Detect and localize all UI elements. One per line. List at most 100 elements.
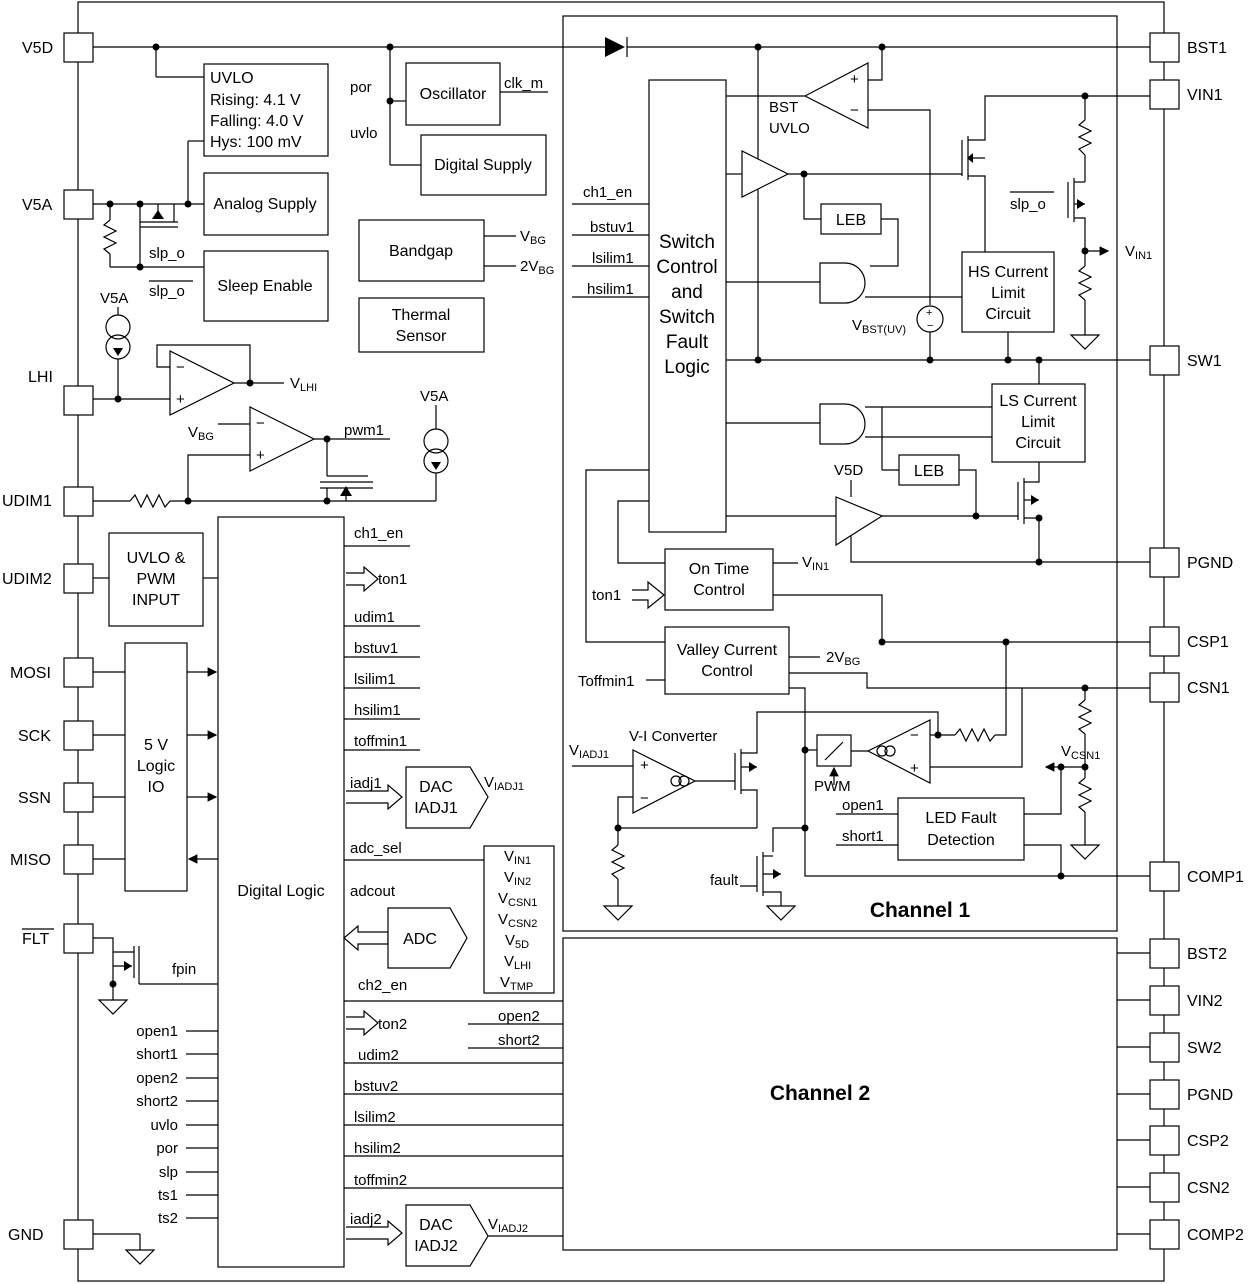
pwm1-label: pwm1 — [344, 422, 384, 439]
pin-label-bst1: BST1 — [1187, 40, 1227, 57]
slp-o-label-1: slp_o — [149, 245, 185, 262]
ls-and-gate — [819, 403, 866, 445]
pin-miso — [63, 844, 94, 875]
pin-label-miso: MISO — [10, 852, 51, 869]
csn1-ground-icon — [1069, 844, 1101, 860]
bst-uvlo-line-1: BST — [769, 99, 798, 116]
pin-label-lhi: LHI — [28, 369, 53, 386]
dl-udim2: udim2 — [358, 1047, 399, 1064]
svg-text:VLHI: VLHI — [504, 953, 531, 972]
valley-line-1: Valley Current — [677, 642, 778, 659]
dl-udim1: udim1 — [354, 609, 395, 626]
pin-udim1 — [63, 486, 94, 517]
hs-and-gate — [819, 262, 866, 304]
ton1-dl-label: ton1 — [378, 571, 407, 588]
vcsn1-label: VCSN1 — [1061, 743, 1100, 762]
vlhi-label: VLHI — [290, 375, 317, 394]
flt-wiring — [93, 937, 218, 1015]
svg-text:−: − — [927, 320, 933, 332]
digital-supply-label: Digital Supply — [434, 157, 532, 174]
dl-lsilim1: lsilim1 — [354, 671, 396, 688]
digital-logic-label: Digital Logic — [237, 883, 324, 900]
switch-line-4: Switch — [659, 307, 715, 328]
hs-mosfet-icon — [961, 95, 1150, 252]
switch-line-2: Control — [656, 257, 717, 278]
digital-supply-block — [420, 134, 547, 196]
pin-label-comp2: COMP2 — [1187, 1227, 1244, 1244]
clk-m-label: clk_m — [504, 75, 543, 92]
switch-line-3: and — [671, 282, 703, 303]
dl-in-slp: slp — [159, 1164, 178, 1181]
channel1-box — [562, 15, 1118, 932]
pin-label-csn1: CSN1 — [1187, 680, 1230, 697]
svg-text:hsilim1: hsilim1 — [587, 281, 634, 298]
toffmin1-label: Toffmin1 — [578, 673, 634, 690]
thermal-sensor-line-2: Sensor — [396, 328, 447, 345]
uvlo-line-4: Hys: 100 mV — [210, 134, 302, 151]
pin-label-gnd: GND — [8, 1227, 44, 1244]
vi-converter-label: V-I Converter — [629, 728, 717, 745]
ton1-arrow-icon — [346, 565, 379, 593]
sleep-enable-label: Sleep Enable — [217, 278, 312, 295]
svg-text:VIN1: VIN1 — [504, 848, 531, 867]
adc-label: ADC — [403, 931, 437, 948]
uvlo-pwm-line-1: UVLO & — [127, 550, 186, 567]
svg-text:−: − — [910, 727, 919, 744]
led-fault-line-1: LED Fault — [925, 810, 997, 827]
pin-label-bst2: BST2 — [1187, 946, 1227, 963]
leb-hs-label: LEB — [836, 212, 866, 229]
iadj2-arrow-icon — [346, 1219, 403, 1247]
open1-label: open1 — [842, 797, 884, 814]
vbst-label: VBST(UV) — [852, 317, 906, 336]
pin-gnd — [63, 1219, 94, 1250]
adc-inputs: VIN1 VIN2 VCSN1 VCSN2 V5D VLHI VTMP — [498, 848, 537, 993]
dac1-line-1: DAC — [419, 779, 453, 796]
ls-mosfet-icon — [1017, 462, 1043, 566]
bst-uvlo-line-2: UVLO — [769, 120, 810, 137]
dac-iadj2-block — [405, 1204, 489, 1267]
dl-in-ts2: ts2 — [158, 1210, 178, 1227]
v5a-label-pwm: V5A — [420, 388, 448, 405]
svg-text:+: + — [256, 447, 265, 464]
svg-text:+: + — [926, 307, 932, 319]
logic-io-line-1: 5 V — [144, 737, 168, 754]
dl-in-open1: open1 — [136, 1023, 178, 1040]
fpin-label: fpin — [172, 961, 196, 978]
vin1-div-label: VIN1 — [1125, 243, 1152, 262]
ls-current-limit-block — [991, 383, 1086, 463]
slp-o-label-2: slp_o — [149, 283, 185, 300]
dac2-line-1: DAC — [419, 1217, 453, 1234]
adcout-label: adcout — [350, 883, 396, 900]
v5a-label-lhi: V5A — [100, 290, 128, 307]
por-label: por — [350, 79, 372, 96]
power-wiring — [93, 37, 1150, 166]
pwm-current-source-icon — [423, 405, 449, 501]
svg-text:VCSN1: VCSN1 — [498, 890, 537, 909]
ls-current-line-2: Limit — [1021, 414, 1055, 431]
svg-text:+: + — [910, 760, 919, 777]
pin-sw1 — [1149, 345, 1180, 376]
vbg-label: VBG — [520, 228, 546, 247]
switch-control-block — [648, 79, 727, 533]
viadj1-label: VIADJ1 — [484, 774, 524, 793]
on-time-line-1: On Time — [689, 561, 750, 578]
vbg-label-cmp: VBG — [188, 424, 214, 443]
bst-diode-icon — [605, 37, 625, 57]
svg-text:VCSN2: VCSN2 — [498, 911, 537, 930]
current-sense-amp — [866, 719, 931, 784]
channel2-stubs — [1117, 952, 1150, 1235]
pin-comp1 — [1149, 861, 1180, 892]
svg-text:VIN2: VIN2 — [504, 869, 531, 888]
fault-ground-icon — [765, 905, 797, 921]
pin-label-flt: FLT — [22, 931, 49, 948]
dac2-line-2: IADJ2 — [414, 1238, 458, 1255]
dl-bstuv2: bstuv2 — [354, 1078, 398, 1095]
pin-vin1 — [1149, 79, 1180, 110]
pin-label-csn2: CSN2 — [1187, 1180, 1230, 1197]
pin-label-v5a: V5A — [22, 197, 53, 214]
ch2-en-label: ch2_en — [358, 977, 407, 994]
oscillator-label: Oscillator — [420, 86, 487, 103]
pin-vin2 — [1149, 985, 1180, 1016]
channel2-label: Channel 2 — [770, 1082, 870, 1105]
pwm1-comparator — [249, 406, 316, 472]
